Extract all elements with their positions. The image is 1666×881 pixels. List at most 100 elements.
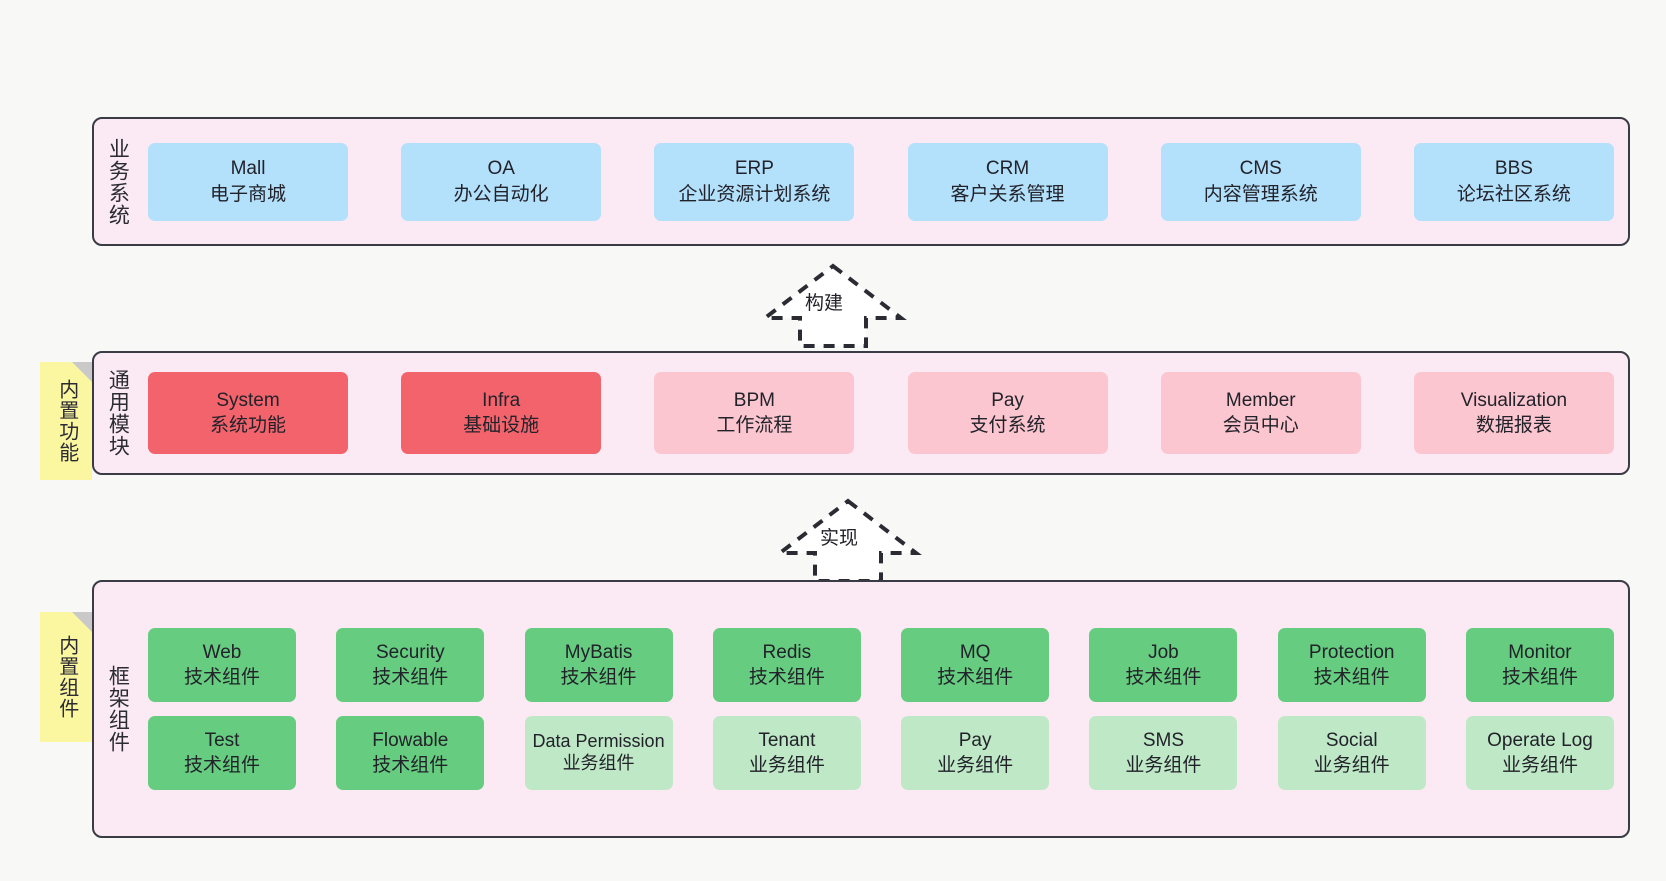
component-description: 业务组件 [1125, 755, 1202, 776]
component-box[interactable]: BPM 工作流程 [654, 372, 855, 454]
component-description: 业务组件 [748, 755, 825, 776]
component-description: 技术组件 [183, 667, 260, 688]
builtin-component-sticky: 内置组件 [40, 612, 92, 742]
component-description: 技术组件 [1501, 667, 1578, 688]
component-box[interactable]: Monitor 技术组件 [1465, 628, 1614, 702]
component-description: 技术组件 [560, 667, 637, 688]
component-description: 会员中心 [1222, 415, 1299, 436]
component-box[interactable]: Web 技术组件 [148, 628, 296, 702]
builtin-component-sticky-label: 内置组件 [55, 635, 78, 719]
component-box[interactable]: MyBatis 技术组件 [524, 628, 673, 702]
component-box[interactable]: MQ 技术组件 [901, 628, 1050, 702]
component-name: BPM [733, 389, 775, 411]
component-box[interactable]: Test 技术组件 [148, 716, 296, 790]
component-description: 论坛社区系统 [1456, 183, 1571, 205]
component-box[interactable]: Operate Log 业务组件 [1465, 716, 1614, 790]
component-box[interactable]: Tenant 业务组件 [712, 716, 861, 790]
component-box[interactable]: Protection 技术组件 [1277, 628, 1426, 702]
component-name: Visualization [1460, 389, 1568, 411]
common-module-layer: 通用模块 System 系统功能 Infra 基础设施 BPM 工作流程 Pay 支付系统 Me… [92, 351, 1630, 475]
component-name: Web [202, 641, 242, 663]
component-name: MyBatis [564, 641, 633, 663]
component-description: 系统功能 [209, 415, 286, 436]
component-name: CMS [1239, 158, 1282, 180]
component-name: CRM [985, 158, 1030, 180]
component-name: MQ [959, 641, 991, 663]
build-arrow-label: 构建 [805, 293, 844, 314]
component-name: Flowable [372, 729, 449, 751]
component-name: System [216, 389, 280, 411]
component-box[interactable]: Flowable 技术组件 [336, 716, 485, 790]
component-description: 客户关系管理 [950, 183, 1065, 205]
component-name: SMS [1142, 729, 1184, 751]
component-name: Test [204, 729, 240, 751]
module-layer-title: 通用模块 [106, 369, 130, 457]
component-description: 业务组件 [562, 753, 635, 773]
component-description: 技术组件 [183, 755, 260, 776]
component-box[interactable]: System 系统功能 [148, 372, 348, 454]
component-name: ERP [734, 158, 774, 180]
component-description: 业务组件 [1313, 755, 1390, 776]
component-name: Tenant [758, 729, 816, 751]
component-name: Mall [230, 158, 266, 180]
component-box[interactable]: CRM 客户关系管理 [907, 142, 1108, 221]
component-description: 企业资源计划系统 [678, 183, 831, 205]
component-name: Social [1325, 729, 1378, 751]
component-box[interactable]: SMS 业务组件 [1089, 716, 1238, 790]
component-box[interactable]: BBS 论坛社区系统 [1413, 142, 1614, 221]
component-description: 业务组件 [937, 755, 1014, 776]
implement-arrow: 实现 [774, 497, 922, 585]
implement-arrow-label: 实现 [820, 528, 859, 549]
component-description: 基础设施 [463, 415, 540, 436]
builtin-function-sticky: 内置功能 [40, 362, 92, 480]
component-box[interactable]: Redis 技术组件 [712, 628, 861, 702]
component-description: 技术组件 [1313, 667, 1390, 688]
component-name: Infra [482, 389, 521, 411]
component-description: 内容管理系统 [1203, 183, 1318, 205]
component-box[interactable]: Social 业务组件 [1277, 716, 1426, 790]
sticky-fold-icon [72, 362, 92, 382]
component-description: 技术组件 [1125, 667, 1202, 688]
component-box[interactable]: Job 技术组件 [1089, 628, 1238, 702]
component-name: Operate Log [1487, 729, 1593, 751]
component-name: Security [375, 641, 445, 663]
component-box[interactable]: Infra 基础设施 [401, 372, 602, 454]
component-box[interactable]: ERP 企业资源计划系统 [654, 142, 855, 221]
component-description: 技术组件 [748, 667, 825, 688]
component-name: OA [487, 158, 515, 180]
component-box[interactable]: CMS 内容管理系统 [1160, 142, 1361, 221]
component-name: Monitor [1508, 641, 1572, 663]
business-layer-title: 业务系统 [106, 137, 130, 226]
component-description: 技术组件 [372, 667, 449, 688]
component-name: Data Permission [532, 731, 665, 752]
component-description: 技术组件 [372, 755, 449, 776]
framework-layer-title: 框架组件 [106, 665, 130, 753]
component-description: 技术组件 [937, 667, 1014, 688]
component-box[interactable]: Pay 业务组件 [901, 716, 1050, 790]
component-name: Pay [991, 389, 1024, 411]
component-description: 支付系统 [969, 415, 1046, 436]
component-name: BBS [1494, 158, 1533, 180]
builtin-function-sticky-label: 内置功能 [55, 379, 78, 463]
component-name: Protection [1308, 641, 1395, 663]
component-name: Job [1148, 641, 1179, 663]
sticky-fold-icon [72, 612, 92, 632]
component-description: 工作流程 [716, 415, 793, 436]
component-box[interactable]: Pay 支付系统 [907, 372, 1108, 454]
component-box[interactable]: Security 技术组件 [336, 628, 485, 702]
component-description: 业务组件 [1501, 755, 1578, 776]
component-name: Redis [762, 641, 812, 663]
build-arrow: 构建 [759, 262, 907, 350]
component-name: Pay [958, 729, 992, 751]
